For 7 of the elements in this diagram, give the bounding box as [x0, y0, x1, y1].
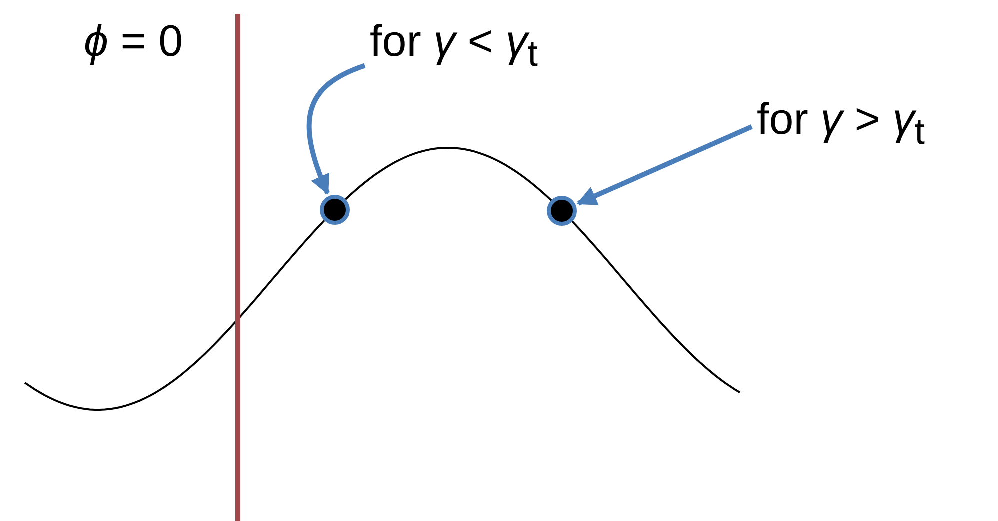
axis-label: ϕ = 0: [84, 18, 184, 66]
point-marker: [320, 194, 350, 225]
arrow: [307, 63, 366, 196]
annotation-text: for γ > γ$_{t}$: [757, 96, 925, 152]
point-marker: [547, 196, 577, 226]
arrow: [576, 124, 753, 206]
annotation-text: for γ < γ$_{t}$: [370, 18, 538, 74]
